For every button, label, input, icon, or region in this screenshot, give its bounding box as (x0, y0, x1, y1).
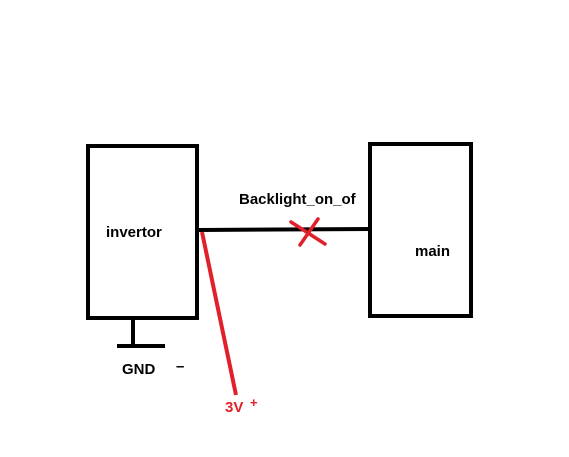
gnd-label: GND (122, 361, 156, 378)
backlight-wire-label: Backlight_on_of (239, 191, 357, 208)
main-label: main (415, 243, 450, 260)
gnd-polarity: – (176, 358, 184, 375)
wire-cut-mark (289, 217, 327, 247)
supply-label: 3V (225, 399, 243, 416)
backlight-wire (198, 227, 373, 232)
supply-wire (200, 231, 238, 396)
supply-polarity: + (250, 395, 258, 410)
invertor-label: invertor (106, 224, 162, 241)
invertor-block (86, 144, 199, 320)
ground-symbol (117, 319, 165, 348)
main-block (368, 142, 473, 318)
